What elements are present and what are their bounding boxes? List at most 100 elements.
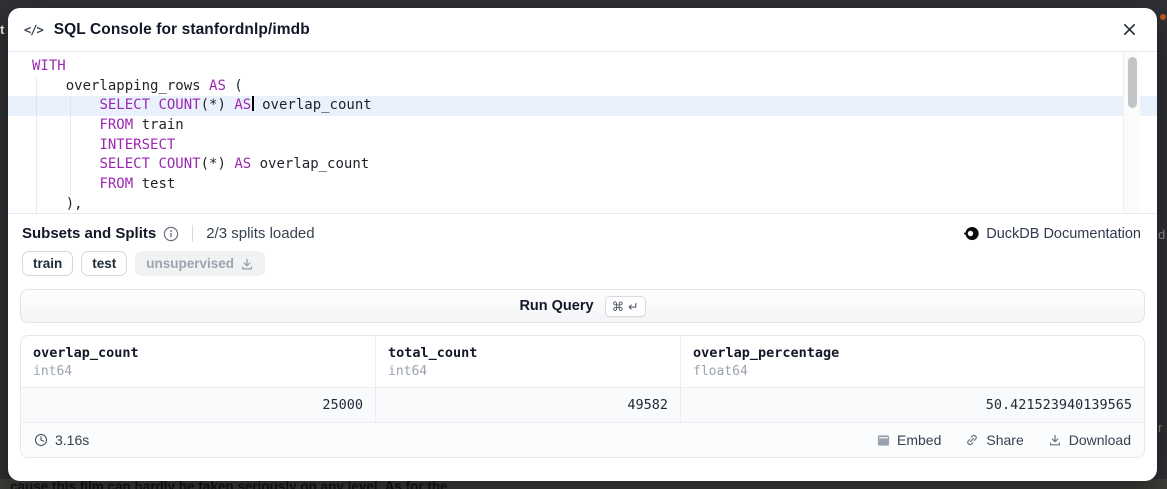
indent-guide [69, 155, 71, 176]
share-icon [965, 433, 979, 447]
indent-guide [36, 194, 37, 213]
split-label: train [33, 256, 63, 271]
indent-guide [69, 175, 71, 195]
backdrop-page-text: cause this film can hardly be taken seri… [0, 479, 1167, 489]
column-name: overlap_count [33, 345, 139, 361]
subsets-title: Subsets and Splits [22, 225, 157, 242]
elapsed-label: 3.16s [55, 432, 90, 448]
code-icon: </> [24, 22, 44, 37]
duckdb-documentation-link[interactable]: DuckDB Documentation [964, 226, 1141, 242]
embed-button[interactable]: Embed [877, 432, 941, 448]
sql-text: (*) [200, 156, 235, 173]
run-query-button[interactable]: Run Query ⌘ ↵ [20, 289, 1145, 323]
sql-keyword: AS [234, 97, 252, 114]
run-query-label: Run Query [519, 298, 594, 314]
sql-keyword: FROM [99, 117, 134, 134]
split-pill-train[interactable]: train [22, 251, 74, 276]
embed-label: Embed [897, 432, 942, 448]
keyboard-shortcut-chip: ⌘ ↵ [604, 295, 646, 317]
sql-text: overlap_count [251, 156, 370, 173]
indent-guide [36, 116, 37, 136]
code-line[interactable]: FROM test [8, 175, 1157, 195]
download-button[interactable]: Download [1048, 432, 1131, 448]
text-cursor [252, 96, 254, 112]
sql-text: ( [225, 77, 243, 94]
column-type: int64 [388, 364, 428, 379]
sql-text: ), [65, 195, 83, 212]
embed-icon [877, 434, 890, 447]
indent-guide [69, 116, 71, 136]
split-label: unsupervised [146, 256, 235, 271]
sql-text: overlapping_rows [65, 77, 210, 94]
column-name: total_count [388, 345, 478, 361]
result-cell: 25000 [21, 388, 376, 422]
backdrop-text-fragment: d [1158, 227, 1166, 242]
backdrop-text-fragment: r [1158, 420, 1163, 435]
indent-guide [36, 155, 37, 176]
close-icon [1122, 22, 1137, 37]
split-label: test [92, 256, 117, 271]
clock-icon [34, 433, 48, 447]
sql-keyword: SELECT [99, 97, 151, 114]
column-header[interactable]: overlap_count int64 [21, 336, 376, 387]
code-line[interactable]: FROM train [8, 116, 1157, 136]
duckdb-documentation-label: DuckDB Documentation [986, 225, 1141, 242]
column-header[interactable]: total_count int64 [376, 336, 681, 387]
modal-header: </> SQL Console for stanfordnlp/imdb [8, 8, 1157, 52]
download-label: Download [1068, 432, 1131, 448]
sql-text: train [133, 117, 184, 134]
column-name: overlap_percentage [693, 345, 840, 361]
backdrop-logo-dot [1160, 14, 1166, 20]
code-line[interactable]: WITH [8, 57, 1157, 77]
sql-text: overlap_count [253, 97, 372, 114]
sql-keyword: WITH [32, 58, 66, 74]
result-cell: 49582 [376, 388, 681, 422]
splits-loaded-status: 2/3 splits loaded [206, 225, 315, 242]
code-line[interactable]: overlapping_rows AS ( [8, 76, 1157, 97]
indent-guide [36, 96, 37, 117]
sql-keyword: SELECT [99, 156, 151, 173]
sql-keyword: FROM [99, 176, 134, 193]
command-key-icon: ⌘ [611, 299, 625, 314]
info-icon[interactable] [163, 226, 179, 242]
sql-console-modal: </> SQL Console for stanfordnlp/imdb WIT… [8, 8, 1157, 481]
sql-keyword: AS [234, 156, 252, 173]
code-line[interactable]: INTERSECT [8, 135, 1157, 156]
divider [192, 225, 194, 242]
indent-guide [69, 135, 71, 156]
results-card: overlap_count int64 total_count int64 ov… [20, 335, 1145, 458]
code-line[interactable]: SELECT COUNT(*) AS overlap_count [8, 96, 1157, 117]
sql-keyword: COUNT [158, 97, 201, 114]
share-button[interactable]: Share [965, 432, 1024, 448]
code-line[interactable]: SELECT COUNT(*) AS overlap_count [8, 155, 1157, 176]
editor-scrollbar-thumb[interactable] [1127, 57, 1137, 108]
sql-keyword: INTERSECT [99, 136, 176, 153]
column-type: int64 [33, 364, 73, 379]
result-cell: 50.421523940139565 [985, 397, 1132, 413]
sql-keyword: AS [209, 77, 226, 94]
code-line[interactable]: ), [8, 194, 1157, 213]
enter-key-icon: ↵ [628, 299, 639, 314]
split-pill-unsupervised[interactable]: unsupervised [135, 251, 266, 276]
indent-guide [36, 135, 37, 156]
modal-title: SQL Console for stanfordnlp/imdb [53, 20, 310, 38]
split-pill-test[interactable]: test [81, 251, 128, 276]
indent-guide [36, 76, 37, 97]
column-type: float64 [693, 364, 748, 379]
sql-text: test [133, 176, 176, 193]
indent-guide [36, 175, 37, 195]
subsets-row: Subsets and Splits 2/3 splits loaded Duc… [22, 225, 1141, 242]
backdrop-text-fragment: t [0, 22, 5, 37]
editor-scrollbar-track[interactable] [1123, 53, 1140, 213]
column-header[interactable]: overlap_percentage float64 [681, 336, 1144, 387]
indent-guide [69, 96, 71, 117]
results-table-header: overlap_count int64 total_count int64 ov… [21, 336, 1144, 387]
duckdb-logo-icon [964, 226, 979, 241]
close-button[interactable] [1117, 18, 1141, 42]
download-icon [1048, 433, 1062, 447]
table-row[interactable]: 25000 49582 50.421523940139565 [21, 387, 1144, 422]
share-label: Share [986, 432, 1024, 448]
sql-text: (*) [200, 97, 235, 114]
